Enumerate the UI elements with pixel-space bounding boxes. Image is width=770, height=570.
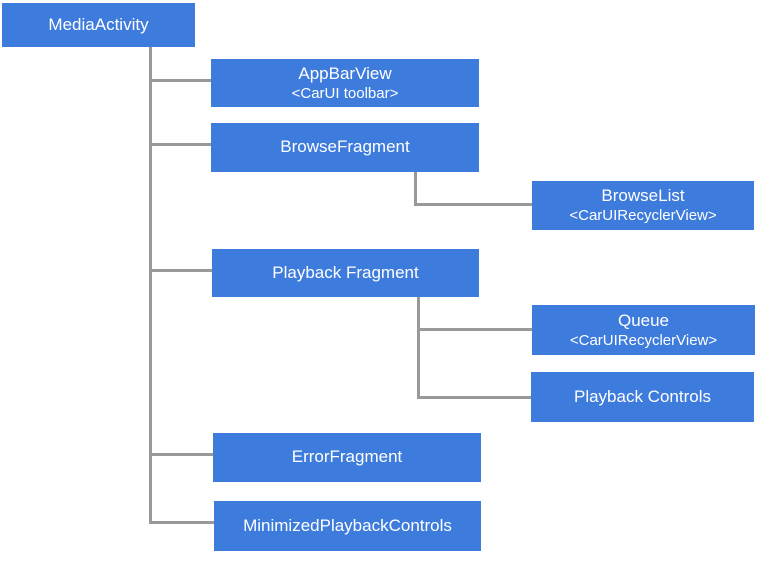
connector-playbackfragment-to-queue <box>417 328 532 331</box>
node-queue: Queue <CarUIRecyclerView> <box>532 305 755 355</box>
node-media-activity: MediaActivity <box>2 3 195 47</box>
node-app-bar-view-label: AppBarView <box>298 63 392 83</box>
connector-media-to-errorfragment <box>149 453 213 456</box>
node-media-activity-label: MediaActivity <box>48 14 149 34</box>
node-playback-fragment: Playback Fragment <box>212 249 479 297</box>
node-app-bar-view-sublabel: <CarUI toolbar> <box>291 84 399 102</box>
node-browse-list-sublabel: <CarUIRecyclerView> <box>569 207 717 225</box>
node-browse-fragment-label: BrowseFragment <box>280 137 410 157</box>
node-queue-label: Queue <box>617 310 670 330</box>
node-browse-fragment: BrowseFragment <box>211 123 479 172</box>
node-queue-sublabel: <CarUIRecyclerView> <box>569 331 718 349</box>
connector-trunk-vertical <box>149 47 152 524</box>
connector-media-to-minimizedplaybackcontrols <box>149 521 214 524</box>
node-playback-controls: Playback Controls <box>531 372 754 422</box>
connector-media-to-browsefragment <box>149 143 211 146</box>
node-browse-list-label: BrowseList <box>601 186 685 206</box>
connector-media-to-playbackfragment <box>149 269 212 272</box>
node-error-fragment: ErrorFragment <box>213 433 481 482</box>
connector-playbackfragment-drop <box>417 297 420 399</box>
connector-browsefragment-to-browselist <box>414 203 532 206</box>
connector-playbackfragment-to-playbackcontrols <box>417 396 531 399</box>
connector-media-to-appbarview <box>149 79 211 82</box>
node-minimized-playback-controls: MinimizedPlaybackControls <box>214 501 481 551</box>
node-minimized-playback-controls-label: MinimizedPlaybackControls <box>243 515 452 535</box>
node-playback-fragment-label: Playback Fragment <box>272 262 419 282</box>
node-browse-list: BrowseList <CarUIRecyclerView> <box>532 181 754 230</box>
node-error-fragment-label: ErrorFragment <box>291 447 403 467</box>
connector-browsefragment-drop <box>414 172 417 206</box>
node-playback-controls-label: Playback Controls <box>573 386 711 406</box>
node-app-bar-view: AppBarView <CarUI toolbar> <box>211 59 479 107</box>
